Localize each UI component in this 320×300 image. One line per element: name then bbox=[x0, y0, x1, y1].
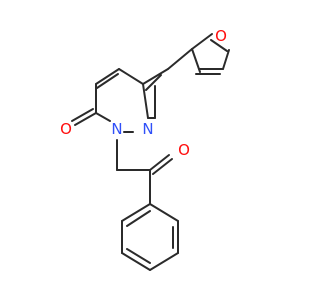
atom-o-pyridazinone: O bbox=[60, 120, 72, 138]
bond-32 bbox=[126, 248, 151, 264]
atom-labels: O N N O O bbox=[60, 27, 227, 159]
bond-28 bbox=[121, 252, 151, 271]
bond-6 bbox=[167, 48, 193, 70]
bond-11 bbox=[96, 73, 119, 89]
bond-16 bbox=[145, 74, 162, 91]
bond-19 bbox=[71, 108, 94, 122]
molecule-structure: O N N O O bbox=[60, 27, 230, 271]
atom-o-furan: O bbox=[215, 27, 227, 45]
bond-0 bbox=[191, 33, 213, 50]
bond-7 bbox=[142, 68, 169, 85]
bond-8 bbox=[142, 83, 149, 119]
atom-n-pyridazine-lower: N bbox=[111, 120, 122, 138]
bond-22 bbox=[149, 154, 170, 171]
atom-n-pyridazine-upper: N bbox=[142, 120, 153, 138]
bond-27 bbox=[149, 252, 179, 271]
bond-4 bbox=[210, 39, 228, 52]
atom-o-ketone: O bbox=[178, 141, 190, 159]
bond-13 bbox=[95, 112, 111, 122]
bond-9 bbox=[118, 68, 144, 85]
bond-3 bbox=[222, 49, 230, 70]
bond-33 bbox=[126, 210, 151, 227]
bond-23 bbox=[152, 158, 173, 175]
bond-25 bbox=[149, 203, 179, 222]
bond-18 bbox=[74, 112, 97, 126]
bonds bbox=[71, 33, 230, 271]
bond-10 bbox=[95, 68, 120, 85]
bond-30 bbox=[121, 203, 151, 222]
